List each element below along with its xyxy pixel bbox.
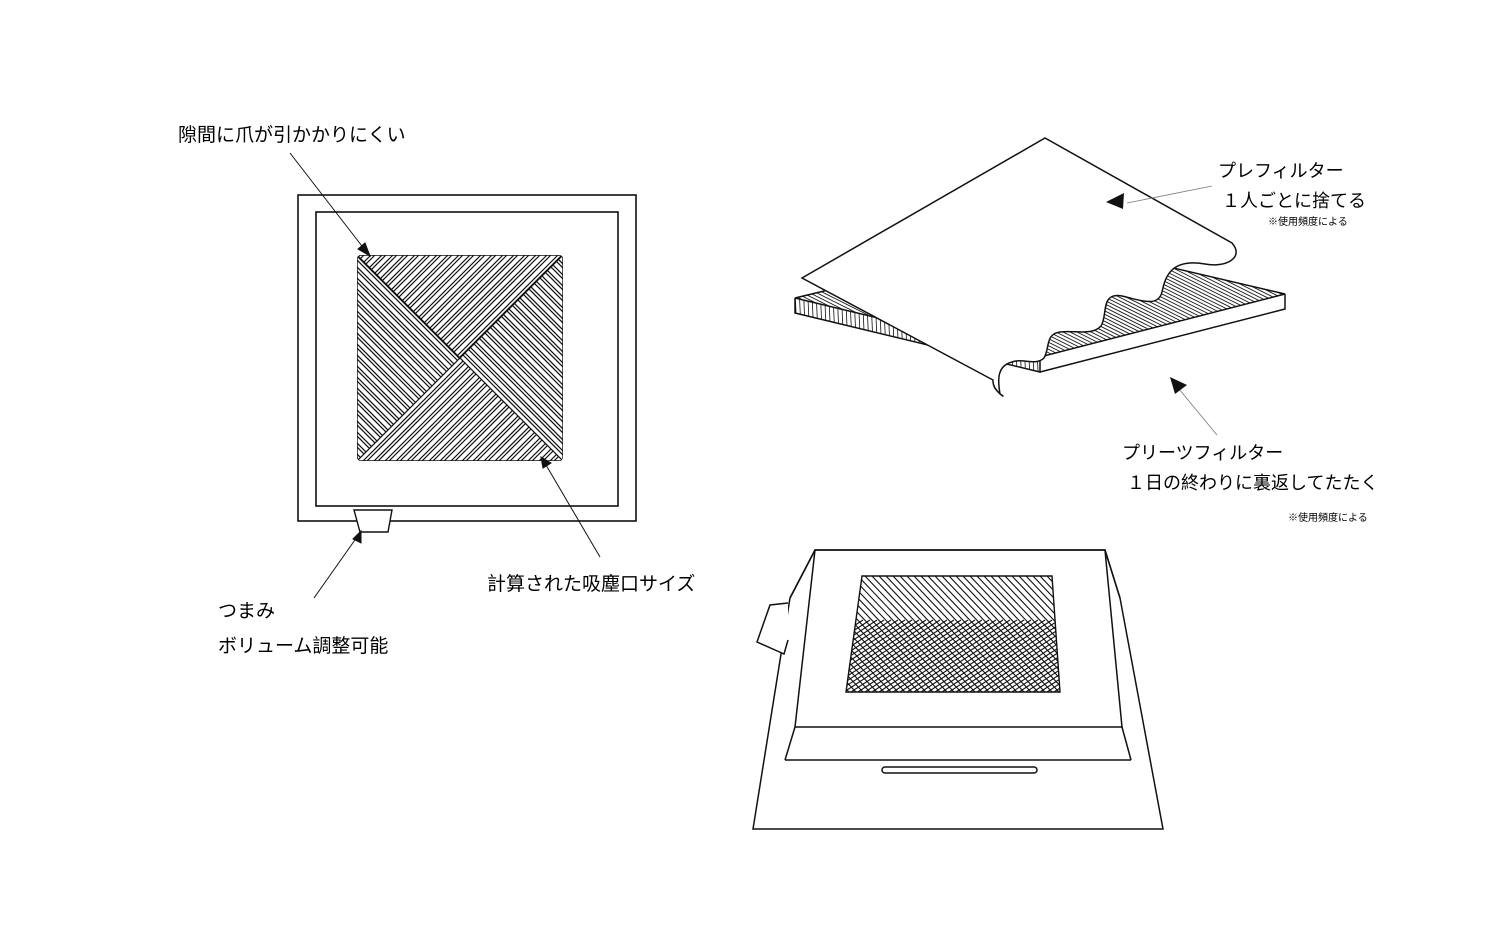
arrowhead-prefilter: [1106, 193, 1124, 209]
prefilter-sheet: [800, 137, 1237, 397]
label-pleats-desc: １日の終わりに裏返してたたく: [1127, 473, 1378, 494]
leader-prefilter: [1126, 185, 1213, 204]
label-gap-claw: 隙間に爪が引かかりにくい: [178, 124, 406, 146]
perspective-unit: [752, 549, 1164, 830]
label-knob-desc: ボリューム調整可能: [218, 635, 388, 657]
knob[interactable]: [353, 509, 393, 533]
side-knob[interactable]: [756, 602, 789, 656]
arrowhead-pleats: [1170, 377, 1187, 394]
arrowhead-intake-size: [540, 456, 552, 469]
label-prefilter-title: プレフィルター: [1218, 161, 1344, 182]
leader-gap-claw: [289, 152, 366, 251]
label-knob-title: つまみ: [218, 600, 275, 622]
filter-layers: [794, 137, 1286, 397]
arrowhead-gap-claw: [357, 242, 371, 258]
label-pleats-note: ※使用頻度による: [1288, 511, 1368, 524]
intake-grille: [357, 255, 563, 461]
label-intake-size: 計算された吸塵口サイズ: [487, 573, 695, 595]
label-pleats-title: プリーツフィルター: [1122, 443, 1283, 464]
inner-frame: [315, 211, 619, 507]
leader-pleats: [1178, 388, 1218, 436]
label-prefilter-desc: １人ごとに捨てる: [1222, 191, 1366, 212]
arrowhead-knob: [352, 529, 362, 544]
leader-knob: [313, 536, 358, 599]
label-prefilter-note: ※使用頻度による: [1268, 215, 1348, 228]
front-slot: [881, 766, 1038, 774]
leader-intake-size: [545, 464, 601, 558]
top-view-unit: [297, 194, 637, 533]
